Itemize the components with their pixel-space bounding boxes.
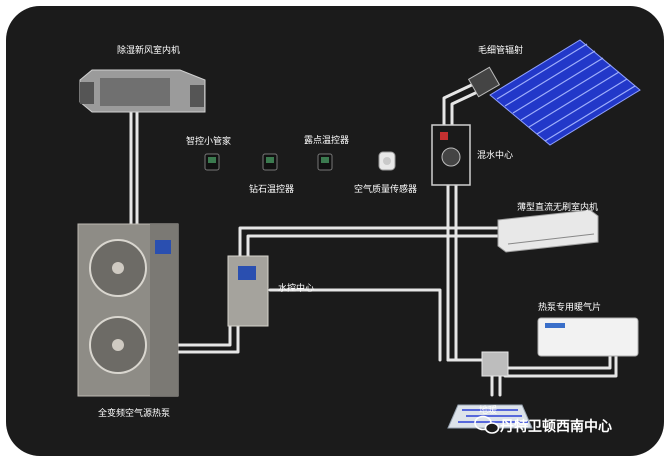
watermark: 丹特卫顿西南中心 — [500, 419, 612, 435]
smart-butler-thermostat — [204, 153, 220, 171]
smart-butler-label: 智控小管家 — [186, 137, 232, 147]
pipes — [129, 80, 618, 397]
air-source-heat-pump — [77, 223, 179, 397]
water-control-logo — [238, 266, 256, 280]
air-quality-sensor-label: 空气质量传感器 — [354, 185, 418, 195]
thin-dc-unit-label: 薄型直流无刷室内机 — [517, 203, 599, 213]
thin-dc-indoor-unit — [497, 209, 599, 253]
water-control-center — [227, 255, 269, 327]
heat-pump-logo — [155, 240, 171, 254]
mixing-center-label: 混水中心 — [477, 151, 514, 161]
floor-heating — [447, 351, 533, 429]
heat-pump-radiator — [537, 317, 639, 357]
mixing-center — [431, 124, 471, 186]
diamond-thermostat — [262, 153, 278, 171]
air-quality-sensor — [378, 151, 396, 171]
heat-pump-radiator-label: 热泵专用暖气片 — [538, 303, 602, 313]
capillary-radiation-panel — [467, 39, 641, 146]
fresh-air-unit-label: 除湿新风室内机 — [117, 46, 181, 56]
fresh-air-indoor-unit — [79, 69, 206, 113]
diamond-thermostat-label: 钻石温控器 — [249, 185, 295, 195]
water-control-center-label: 水控中心 — [278, 284, 315, 294]
wechat-icon — [474, 415, 500, 434]
heat-pump-label: 全变频空气源热泵 — [98, 409, 171, 419]
dew-point-thermostat-label: 露点温控器 — [304, 136, 350, 146]
capillary-radiation-label: 毛细管辐射 — [478, 46, 524, 56]
floor-heating-label: 地暖 — [479, 406, 498, 416]
dew-point-thermostat — [317, 153, 333, 171]
